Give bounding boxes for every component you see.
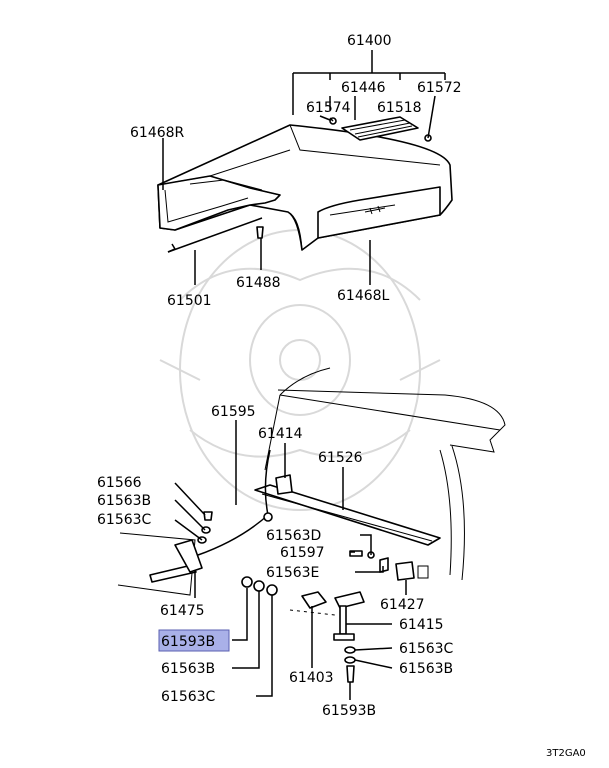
label-61595[interactable]: 61595 [211, 404, 256, 420]
label-61501[interactable]: 61501 [167, 293, 212, 309]
body-illustration [117, 367, 506, 683]
label-61563c-b[interactable]: 61563C [399, 641, 454, 657]
label-61468l[interactable]: 61468L [337, 288, 390, 304]
label-61446[interactable]: 61446 [341, 80, 386, 96]
label-61597[interactable]: 61597 [280, 545, 325, 561]
label-61574[interactable]: 61574 [306, 100, 351, 116]
label-61563e[interactable]: 61563E [266, 565, 319, 581]
label-61593b-b[interactable]: 61593B [322, 703, 376, 719]
label-61468r[interactable]: 61468R [130, 125, 185, 141]
label-61563d[interactable]: 61563D [266, 528, 321, 544]
label-61403[interactable]: 61403 [289, 670, 334, 686]
label-61593b-highlighted[interactable]: 61593B [161, 634, 215, 650]
label-61563b-c[interactable]: 61563B [399, 661, 453, 677]
watermark-emblem [159, 229, 441, 511]
label-61566[interactable]: 61566 [97, 475, 142, 491]
label-61563b-a[interactable]: 61563B [97, 493, 151, 509]
label-61475[interactable]: 61475 [160, 603, 205, 619]
label-61415[interactable]: 61415 [399, 617, 444, 633]
label-61563c-c[interactable]: 61563C [161, 689, 216, 705]
label-61563c-a[interactable]: 61563C [97, 512, 152, 528]
label-61572[interactable]: 61572 [417, 80, 462, 96]
label-61488[interactable]: 61488 [236, 275, 281, 291]
label-61414[interactable]: 61414 [258, 426, 303, 442]
label-61526[interactable]: 61526 [318, 450, 363, 466]
part-labels: 61400 61446 61572 61574 61518 61468R 614… [97, 33, 586, 759]
label-61400[interactable]: 61400 [347, 33, 392, 49]
hard-top-illustration [157, 116, 453, 253]
diagram-code: 3T2GA0 [546, 748, 586, 759]
label-61518[interactable]: 61518 [377, 100, 422, 116]
label-61427[interactable]: 61427 [380, 597, 425, 613]
leader-lines [162, 50, 446, 700]
label-61563b-b[interactable]: 61563B [161, 661, 215, 677]
highlight-box [158, 629, 230, 652]
